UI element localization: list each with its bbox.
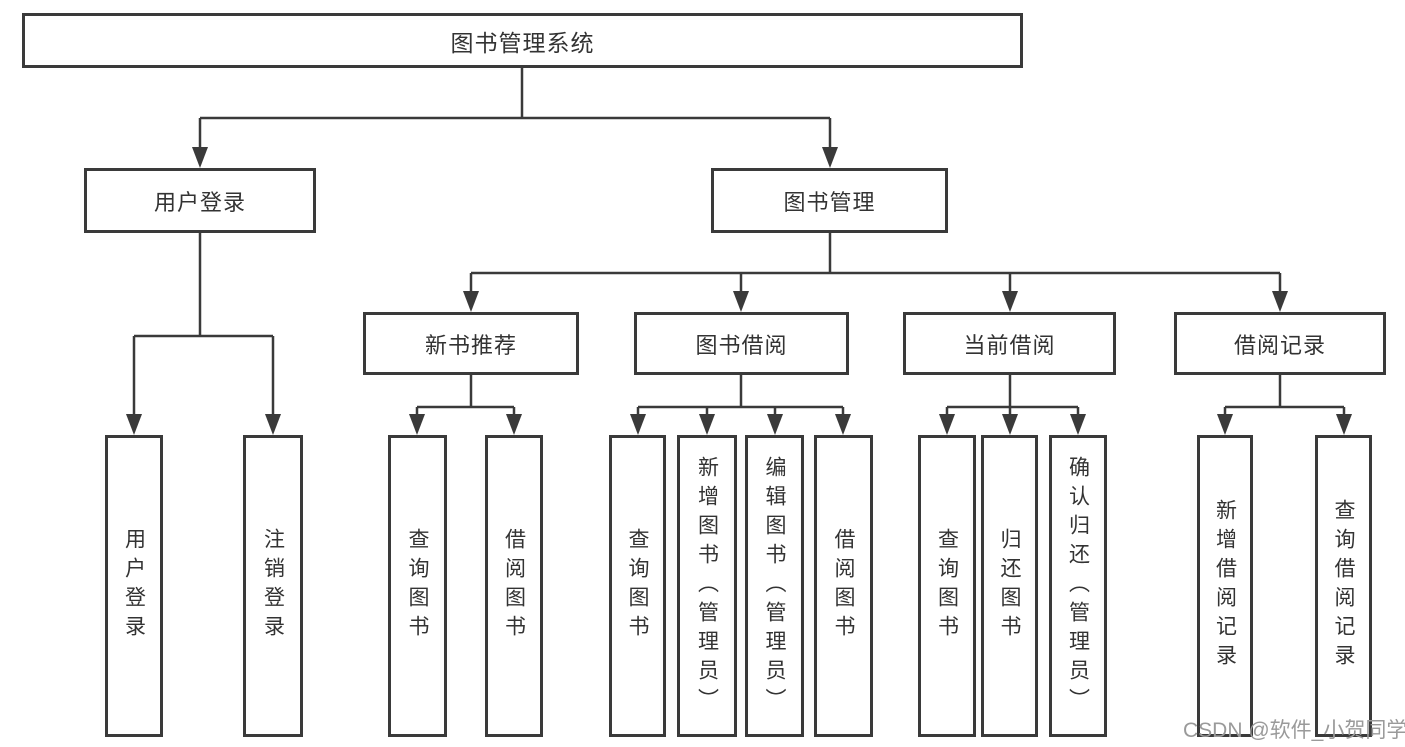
- node-book-borrowing: 图书借阅: [634, 312, 849, 375]
- leaf-query-books-2: 查询图书: [609, 435, 666, 737]
- leaf-logout: 注销登录: [243, 435, 303, 737]
- leaf-query-books-1: 查询图书: [388, 435, 447, 737]
- leaf-return-books: 归还图书: [981, 435, 1038, 737]
- node-book-borrowing-label: 图书借阅: [695, 332, 788, 358]
- node-current-borrowing-label: 当前借阅: [963, 332, 1056, 358]
- leaf-borrow-books-2-label: 借阅图书: [832, 528, 855, 644]
- node-book-management: 图书管理: [711, 168, 948, 233]
- leaf-borrow-books-2: 借阅图书: [814, 435, 873, 737]
- leaf-add-books-admin-label: 新增图书（管理员）: [695, 455, 719, 717]
- leaf-query-books-3-label: 查询图书: [935, 528, 959, 644]
- leaf-edit-books-admin-label: 编辑图书（管理员）: [763, 455, 786, 717]
- leaf-confirm-return-admin-label: 确认归还（管理员）: [1066, 455, 1090, 717]
- leaf-query-books-3: 查询图书: [918, 435, 976, 737]
- leaf-user-login-label: 用户登录: [122, 528, 146, 644]
- node-new-book-recommendation-label: 新书推荐: [424, 332, 517, 358]
- node-user-login: 用户登录: [84, 168, 316, 233]
- leaf-edit-books-admin: 编辑图书（管理员）: [745, 435, 804, 737]
- leaf-add-borrow-record-label: 新增借阅记录: [1213, 499, 1237, 673]
- leaf-add-borrow-record: 新增借阅记录: [1197, 435, 1253, 737]
- node-borrowing-records: 借阅记录: [1174, 312, 1386, 375]
- leaf-query-borrow-record: 查询借阅记录: [1315, 435, 1372, 737]
- node-current-borrowing: 当前借阅: [903, 312, 1116, 375]
- node-borrowing-records-label: 借阅记录: [1233, 332, 1326, 358]
- node-root: 图书管理系统: [22, 13, 1023, 68]
- node-root-label: 图书管理系统: [450, 29, 595, 56]
- leaf-borrow-books-1: 借阅图书: [485, 435, 543, 737]
- watermark: CSDN @软件_小贺同学: [1183, 719, 1405, 742]
- node-user-login-label: 用户登录: [153, 189, 246, 215]
- leaf-add-books-admin: 新增图书（管理员）: [677, 435, 737, 737]
- leaf-confirm-return-admin: 确认归还（管理员）: [1049, 435, 1107, 737]
- leaf-query-books-2-label: 查询图书: [626, 528, 649, 644]
- tree-edges: [132, 68, 1346, 415]
- leaf-query-borrow-record-label: 查询借阅记录: [1332, 499, 1355, 673]
- leaf-return-books-label: 归还图书: [998, 528, 1021, 644]
- leaf-borrow-books-1-label: 借阅图书: [502, 528, 526, 644]
- leaf-user-login: 用户登录: [105, 435, 163, 737]
- arrowheads: [126, 147, 1352, 435]
- node-new-book-recommendation: 新书推荐: [363, 312, 579, 375]
- node-book-management-label: 图书管理: [783, 189, 876, 215]
- leaf-query-books-1-label: 查询图书: [406, 528, 429, 644]
- leaf-logout-label: 注销登录: [261, 528, 285, 644]
